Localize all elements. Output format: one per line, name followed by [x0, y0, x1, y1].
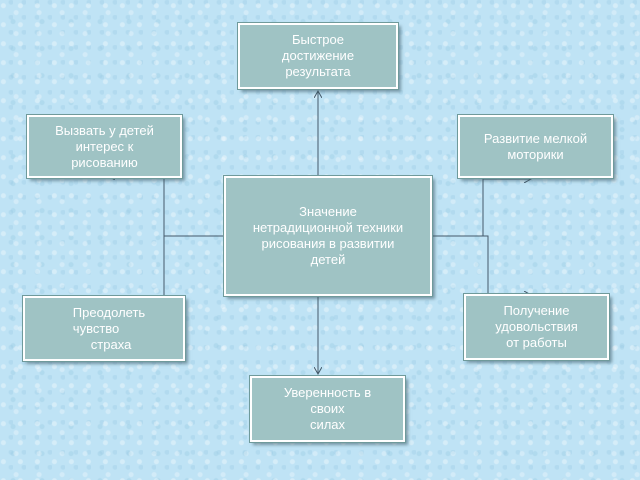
node-top-right-line-1: Развитие мелкой [483, 130, 588, 146]
node-bottom-line-2: своих [310, 401, 345, 416]
node-top-left: Вызвать у детей интерес к рисованию [26, 114, 183, 179]
node-top: Быстрое достижение результата [237, 22, 399, 90]
node-bottom-right-line-1: Получение [503, 303, 570, 318]
node-top-line-2: достижение [281, 48, 355, 63]
connector-top-right [432, 179, 531, 237]
node-bottom-left-line-1: Преодолеть [72, 304, 146, 320]
node-bottom: Уверенность в своих силах [249, 375, 406, 443]
node-bottom-right: Получение удовольствия от работы [463, 293, 610, 361]
node-bottom-right-line-2: удовольствия [495, 319, 578, 334]
node-top-left-line-2: интерес к [75, 138, 134, 154]
connector-top-left [108, 176, 224, 237]
node-center-line-4: детей [310, 252, 346, 267]
node-center-line-3: рисования в развитии [261, 236, 395, 251]
node-top-left-line-1: Вызвать у детей [55, 122, 154, 138]
node-top-left-line-3: рисованию [71, 154, 138, 170]
connector-bottom-right [483, 235, 531, 295]
node-top-line-1: Быстрое [291, 32, 344, 47]
node-center-line-2: нетрадиционной техники [252, 220, 404, 235]
node-bottom-line-1: Уверенность в [283, 385, 372, 400]
node-bottom-left-line-2: чувство [72, 320, 120, 336]
node-bottom-line-3: силах [309, 417, 346, 432]
node-bottom-left-line-3: страха [90, 336, 132, 352]
node-bottom-right-line-3: от работы [506, 335, 567, 350]
node-center: Значение нетрадиционной техники рисовани… [223, 175, 433, 297]
connector-bottom-left [163, 236, 185, 300]
node-bottom-left: Преодолеть чувство страха [22, 295, 186, 362]
node-top-right: Развитие мелкой моторики [457, 114, 614, 179]
node-top-line-3: результата [285, 64, 351, 79]
node-top-right-line-2: моторики [507, 146, 564, 162]
node-center-line-1: Значение [299, 204, 357, 219]
